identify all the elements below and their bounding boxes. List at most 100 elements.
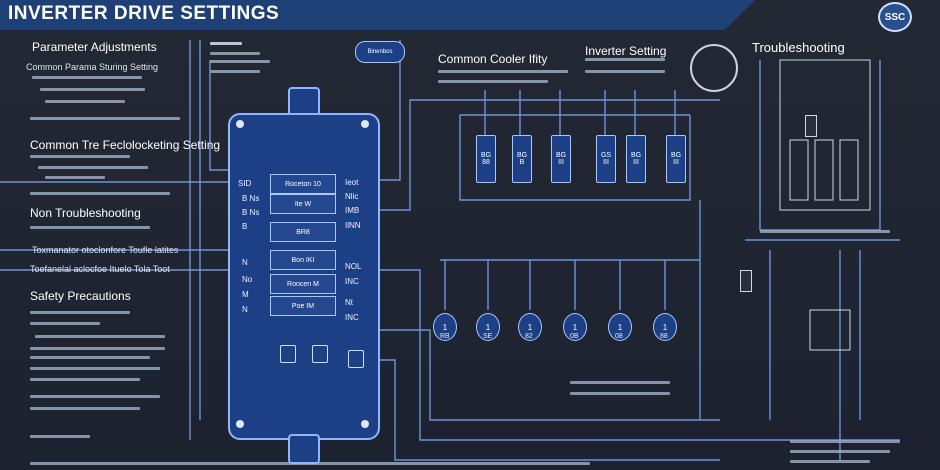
device-left-label: N xyxy=(242,305,248,314)
wire xyxy=(459,115,691,201)
relay xyxy=(839,139,859,201)
device-left-label: No xyxy=(242,275,253,284)
heading-troubleshooting: Troubleshooting xyxy=(752,40,845,55)
module-top: BG xyxy=(480,152,492,159)
device-slot-4: Bon IKI xyxy=(270,250,336,270)
device-left-label: B xyxy=(242,222,248,231)
module-top: BG xyxy=(670,152,682,159)
device-right-label: IMB xyxy=(345,206,360,215)
relay xyxy=(814,139,834,201)
page-title: INVERTER DRIVE SETTINGS xyxy=(8,3,280,24)
module-top: BG xyxy=(516,152,528,159)
text-line xyxy=(790,460,870,463)
schematic-frame xyxy=(779,59,871,211)
module-top: GS xyxy=(600,152,612,159)
text-line xyxy=(585,58,665,61)
heading-non-troubleshooting: Non Troubleshooting xyxy=(30,206,141,220)
gauge-label: 08 xyxy=(615,333,623,340)
text-line xyxy=(30,378,140,381)
text-line xyxy=(210,60,270,63)
relay xyxy=(789,139,809,201)
gauge-label: 82 xyxy=(525,333,533,340)
gauge-label: RB xyxy=(440,333,450,340)
gauge-label: 0B xyxy=(570,333,579,340)
device-slot-6: Poe IM xyxy=(270,296,336,316)
device-right-label: NOL xyxy=(345,262,362,271)
device-right-label: INC xyxy=(345,277,359,286)
text-line xyxy=(760,230,890,233)
device-left-label: SID xyxy=(238,179,252,188)
text-line xyxy=(30,395,160,398)
heading-safety-precautions: Safety Precautions xyxy=(30,289,131,303)
text-line xyxy=(30,435,90,438)
module-bottom: III xyxy=(558,159,564,166)
screw xyxy=(236,420,244,428)
device-slot-2: Ite W xyxy=(270,194,336,214)
device-left-label: M xyxy=(242,290,249,299)
device-slot-1: Roceton 10 xyxy=(270,174,336,194)
module-bottom: 88 xyxy=(482,159,490,166)
switch xyxy=(312,345,328,363)
device-left-label: N xyxy=(242,258,248,267)
gauge-4: 1 xyxy=(563,313,587,341)
device-slot-3: BR8 xyxy=(270,222,336,242)
device-bottom-foot xyxy=(288,434,320,464)
text-line xyxy=(40,88,145,91)
wire xyxy=(376,99,720,211)
gauge-label: SE xyxy=(483,333,493,340)
text-line xyxy=(38,166,148,169)
text-line xyxy=(790,440,900,443)
module-top: BG xyxy=(555,152,567,159)
dial-indicator xyxy=(690,44,738,92)
text-line xyxy=(30,356,150,359)
device-slot-5: Roncen M xyxy=(270,274,336,294)
text-line xyxy=(210,42,242,45)
text-line xyxy=(30,347,165,350)
device-right-label: IlNN xyxy=(345,221,361,230)
text-line xyxy=(30,226,150,229)
text-line xyxy=(570,392,670,395)
text-line xyxy=(32,76,142,79)
module-bottom: III xyxy=(633,159,639,166)
gauge-3: 1 xyxy=(518,313,542,341)
screw xyxy=(361,420,369,428)
text-line xyxy=(35,335,165,338)
module-badge: Binenbos xyxy=(355,41,405,63)
text-line xyxy=(30,322,100,325)
text-line xyxy=(438,80,548,83)
text-line xyxy=(45,176,105,179)
text-line xyxy=(210,70,260,73)
fuse xyxy=(740,270,752,292)
heading-common-cooler: Common Cooler Ifity xyxy=(438,52,548,66)
wire xyxy=(376,359,720,461)
switch xyxy=(348,350,364,368)
device-left-label: B Ns xyxy=(242,208,260,217)
module-bottom: III xyxy=(673,159,679,166)
heading-transmator-1: Toxmanator otoclonfore Toufle latites xyxy=(32,245,179,255)
text-line xyxy=(790,450,890,453)
switch xyxy=(280,345,296,363)
device-left-label: B Ns xyxy=(242,194,260,203)
title-banner: INVERTER DRIVE SETTINGS xyxy=(0,0,755,30)
heading-common-troubleshooting: Common Tre Feclolocketing Setting xyxy=(30,138,221,152)
gauge-5: 1 xyxy=(608,313,632,341)
device-right-label: INC xyxy=(345,313,359,322)
text-line xyxy=(30,407,140,410)
wire xyxy=(209,60,228,171)
heading-inverter-setting: Inverter Setting xyxy=(585,44,667,58)
gauge-label: 88 xyxy=(660,333,668,340)
text-line xyxy=(30,117,180,120)
wire-group xyxy=(0,40,900,461)
text-line xyxy=(570,381,670,384)
wire xyxy=(376,40,401,181)
text-line xyxy=(45,100,125,103)
wire xyxy=(376,329,720,421)
gauge-1: 1 xyxy=(433,313,457,341)
text-line xyxy=(30,155,130,158)
